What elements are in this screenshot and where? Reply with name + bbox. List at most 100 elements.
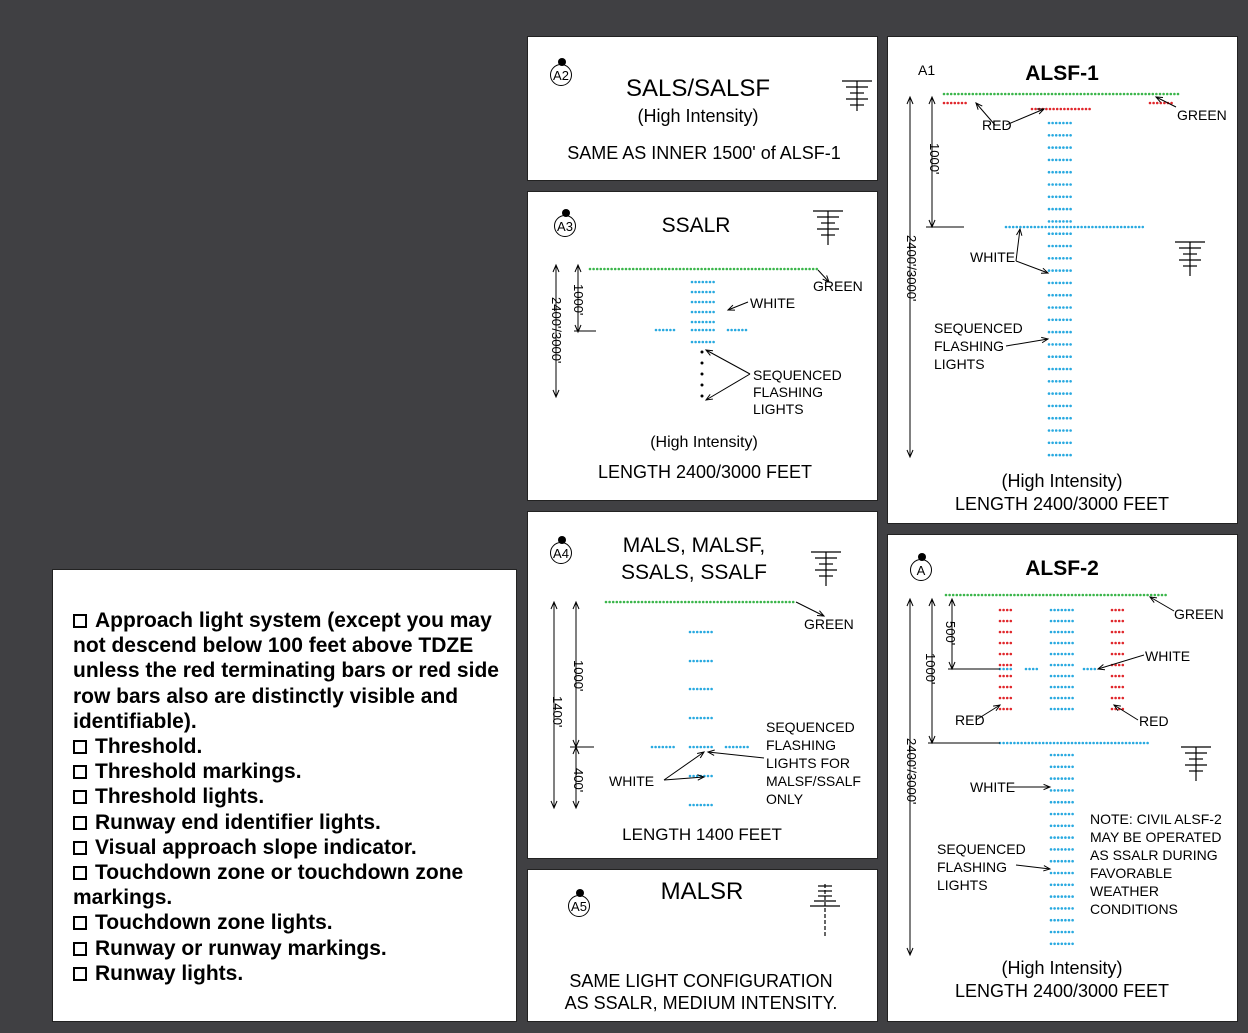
light-dot	[1071, 608, 1074, 612]
light-dot	[1047, 306, 1051, 309]
light-dot	[1065, 429, 1069, 432]
light-dot	[1121, 674, 1125, 678]
light-dot	[730, 600, 734, 604]
light-dot	[1047, 207, 1051, 211]
light-dot	[694, 328, 697, 332]
light-dot	[657, 745, 661, 749]
light-dot	[1056, 824, 1060, 828]
light-dot	[709, 600, 712, 604]
light-dot	[1049, 907, 1053, 910]
light-dot	[962, 593, 966, 597]
light-dot	[1051, 134, 1054, 137]
light-dot	[1032, 92, 1036, 96]
light-dot	[1069, 306, 1072, 309]
light-dot	[1037, 225, 1040, 229]
light-dot	[739, 745, 742, 749]
light-dot	[1068, 92, 1072, 96]
light-dot	[1009, 608, 1013, 612]
light-dot	[706, 803, 710, 807]
mals-title-line2: SSALS, SSALF	[621, 561, 767, 584]
light-dot	[1113, 593, 1117, 597]
light-dot	[1064, 848, 1067, 851]
light-dot	[1069, 367, 1072, 371]
light-dot	[1060, 696, 1064, 700]
light-dot	[1123, 225, 1127, 229]
light-dot	[1067, 812, 1071, 816]
white-bar	[1049, 753, 1074, 757]
light-dot	[1060, 707, 1064, 711]
light-dot	[1064, 907, 1067, 910]
light-dot	[1065, 453, 1069, 457]
light-dot	[1016, 741, 1020, 745]
ssalr-seq-1: SEQUENCED	[753, 367, 842, 383]
light-dot	[804, 267, 808, 271]
light-dot	[784, 600, 788, 604]
mals-length: LENGTH 1400 FEET	[622, 825, 782, 844]
light-dot	[1049, 883, 1053, 887]
light-dot	[708, 310, 712, 314]
light-dot	[1053, 674, 1056, 678]
light-dot	[1049, 663, 1053, 667]
light-dot	[1146, 741, 1149, 745]
light-dot	[1067, 608, 1071, 612]
light-dot	[1062, 441, 1065, 445]
light-dot	[1094, 225, 1098, 229]
white-bar	[1049, 907, 1074, 910]
light-dot	[1085, 593, 1088, 597]
light-dot	[1062, 195, 1065, 199]
white-bar	[1047, 281, 1072, 285]
light-dot	[1058, 453, 1062, 457]
light-dot	[646, 267, 649, 271]
light-dot	[998, 685, 1002, 689]
light-dot	[1071, 871, 1074, 875]
light-dot	[781, 600, 784, 604]
light-dot	[1106, 741, 1110, 745]
light-dot	[697, 310, 701, 314]
malsr-panel: A5 MALSR SAME LIGHT CONFIGURATION AS SSA…	[527, 869, 878, 1022]
light-dot	[1110, 608, 1114, 612]
light-dot	[1056, 619, 1060, 623]
light-dot	[1022, 225, 1026, 229]
light-dot	[996, 92, 1000, 96]
white-bar	[1047, 392, 1072, 395]
light-dot	[1176, 92, 1180, 96]
light-dot	[1071, 641, 1074, 645]
light-dot	[765, 267, 768, 271]
light-dot	[657, 267, 660, 271]
light-dot	[690, 320, 694, 324]
light-dot	[1009, 667, 1013, 671]
green-threshold-bar	[604, 600, 795, 604]
light-dot	[1055, 225, 1058, 229]
light-dot	[1048, 107, 1052, 111]
light-dot	[1049, 836, 1053, 839]
light-dot	[1049, 674, 1053, 678]
white-bar	[1049, 641, 1074, 645]
light-dot	[606, 267, 610, 271]
alsf2-note-6: CONDITIONS	[1090, 901, 1178, 917]
light-dot	[1075, 92, 1079, 96]
light-dot	[1112, 225, 1116, 229]
light-dot	[1117, 630, 1121, 634]
white-bar	[1047, 195, 1072, 199]
light-dot	[1137, 92, 1140, 96]
ssalr-badge: A3	[554, 209, 576, 237]
light-dot	[1058, 134, 1062, 137]
light-dot	[1060, 824, 1064, 828]
light-dot	[998, 674, 1002, 678]
light-dot	[1062, 355, 1065, 359]
light-dot	[998, 608, 1002, 612]
light-dot	[1060, 652, 1064, 656]
light-dot	[1003, 92, 1007, 96]
flasher-light	[700, 361, 704, 365]
light-dot	[1049, 593, 1052, 597]
light-dot	[1153, 593, 1157, 597]
light-dot	[649, 267, 653, 271]
light-dot	[1130, 225, 1134, 229]
light-dot	[1049, 630, 1053, 634]
light-dot	[1083, 92, 1086, 96]
ssalr-dim-1000: 1000'	[571, 284, 586, 316]
light-dot	[1064, 871, 1067, 875]
arrowhead	[704, 349, 714, 356]
arrowhead	[822, 275, 830, 283]
white-bar	[1047, 232, 1072, 235]
